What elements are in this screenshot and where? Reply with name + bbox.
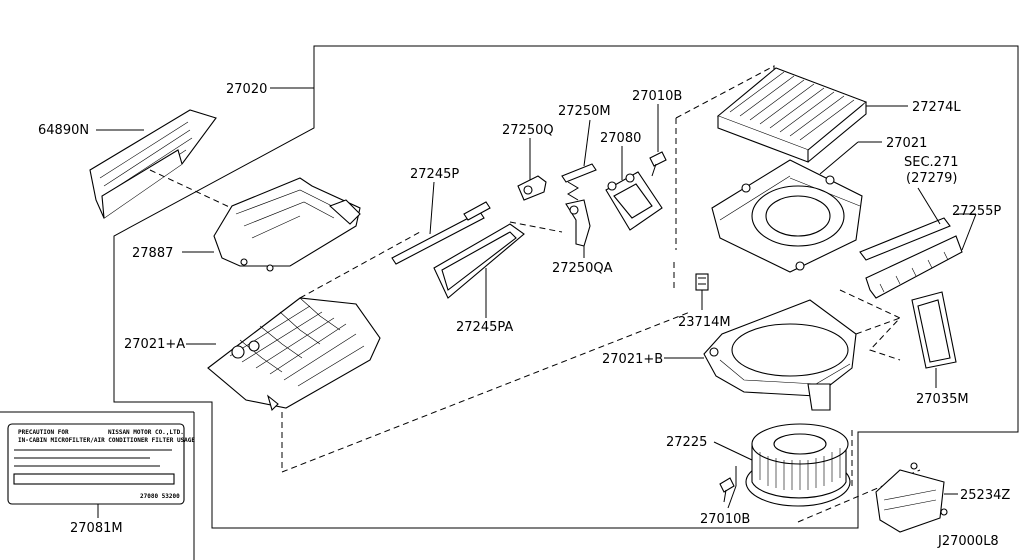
label-27245pa: 27245PA [456, 320, 513, 335]
dashed-guide [839, 289, 901, 361]
label-27035m: 27035M [916, 392, 969, 407]
part-23714m[interactable] [695, 273, 709, 291]
caution-line2: IN-CABIN MICROFILTER/AIR CONDITIONER FIL… [18, 437, 195, 444]
label-64890n: 64890N [38, 123, 89, 138]
label-27021a: 27021+A [124, 337, 185, 352]
label-27887: 27887 [132, 246, 173, 261]
dashed-guide [299, 231, 421, 299]
part-27250q-link[interactable] [517, 175, 547, 201]
part-27250qa-lever[interactable] [565, 199, 591, 247]
leader-27245p [429, 181, 435, 235]
part-27021-upper-case[interactable] [711, 159, 863, 273]
label-25234z: 25234Z [960, 488, 1010, 503]
label-sec271: SEC.271 [904, 155, 959, 170]
leader-27225 [713, 441, 753, 461]
leader-sec271 [917, 187, 941, 225]
part-25234z-resistor[interactable] [875, 462, 948, 533]
leader-27021 [819, 141, 859, 175]
part-64890n-duct[interactable] [89, 109, 217, 219]
label-27279: (27279) [906, 171, 958, 186]
label-23714m: 23714M [678, 315, 731, 330]
part-27035m-seal[interactable] [911, 291, 957, 369]
part-27080-actuator[interactable] [605, 171, 663, 231]
label-27010b-bottom: 27010B [700, 512, 750, 527]
part-27010b-screw-top[interactable] [649, 151, 667, 177]
label-27245p: 27245P [410, 167, 459, 182]
label-27080: 27080 [600, 131, 641, 146]
part-27010b-screw-bottom[interactable] [719, 466, 737, 503]
part-27274l-filter[interactable] [716, 67, 868, 163]
part-27887-shroud[interactable] [213, 177, 361, 272]
label-27250q: 27250Q [502, 123, 554, 138]
dashed-guide [149, 169, 241, 213]
part-27245p-rod[interactable] [391, 201, 491, 265]
caution-line1-right: NISSAN MOTOR CO.,LTD. [108, 429, 184, 436]
label-27255p: 27255P [952, 204, 1001, 219]
label-27250qa: 27250QA [552, 261, 613, 276]
part-27245pa-filter-frame[interactable] [433, 223, 525, 299]
part-27255p-bracket[interactable] [859, 217, 963, 299]
part-27021a-case[interactable] [207, 297, 381, 412]
leader-27010b-bottom [727, 485, 737, 509]
dashed-guide [675, 65, 775, 250]
label-27021b: 27021+B [602, 352, 663, 367]
label-27021: 27021 [886, 136, 927, 151]
part-27081m-caution-label[interactable] [0, 411, 195, 560]
label-27250m: 27250M [558, 104, 611, 119]
dashed-guide [281, 311, 691, 473]
part-27021b-lower-case[interactable] [703, 299, 857, 411]
assembly-frame [113, 45, 1019, 529]
leader-27250m [583, 119, 591, 167]
part-27250m-link[interactable] [561, 163, 597, 201]
leader-27255p [961, 213, 977, 251]
caution-line1-left: PRECAUTION FOR [18, 429, 69, 436]
label-27020: 27020 [226, 82, 267, 97]
part-27225-blower[interactable] [745, 423, 851, 507]
label-27225: 27225 [666, 435, 707, 450]
label-27010b-top: 27010B [632, 89, 682, 104]
dashed-guide [509, 221, 563, 233]
label-27274l: 27274L [912, 100, 961, 115]
diagram-id: J27000L8 [937, 534, 999, 549]
label-27081m: 27081M [70, 521, 123, 536]
caution-part-no: 27080 53200 [140, 493, 180, 500]
